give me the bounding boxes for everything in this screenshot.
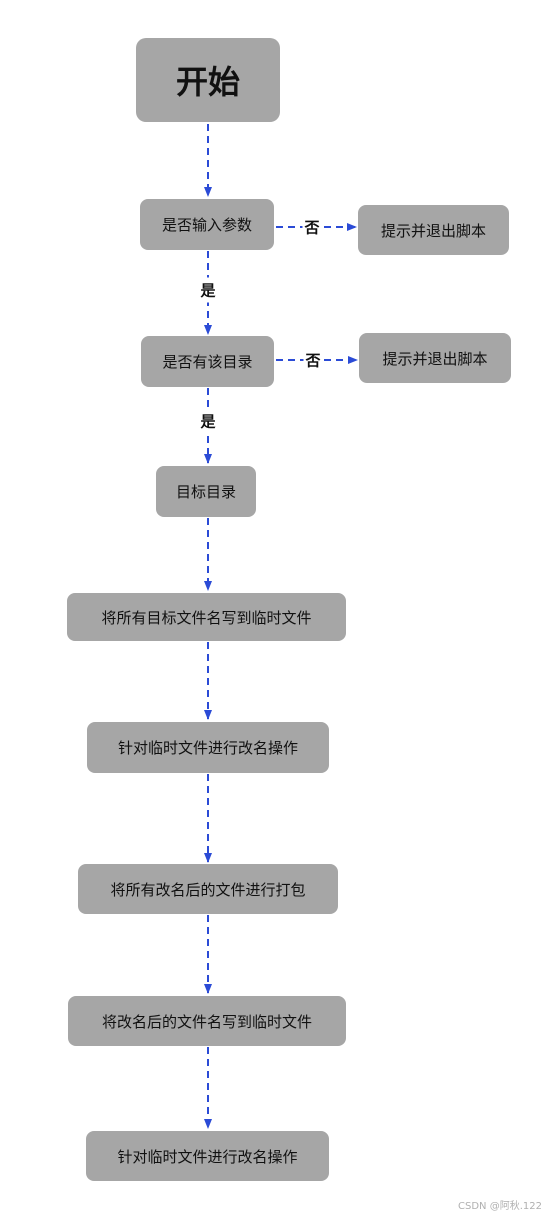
pack-node: 将所有改名后的文件进行打包 bbox=[78, 864, 338, 914]
exit-script-node-2: 提示并退出脚本 bbox=[359, 333, 511, 383]
target-dir-node: 目标目录 bbox=[156, 466, 256, 517]
rename-node-2: 针对临时文件进行改名操作 bbox=[86, 1131, 329, 1181]
edge-label-no-1: 否 bbox=[302, 216, 322, 238]
write-names-node: 将所有目标文件名写到临时文件 bbox=[67, 593, 346, 641]
watermark: CSDN @阿秋.122 bbox=[458, 1201, 542, 1212]
check-params-node: 是否输入参数 bbox=[140, 199, 274, 250]
edge-label-no-2: 否 bbox=[303, 349, 323, 371]
write-renamed-node: 将改名后的文件名写到临时文件 bbox=[68, 996, 346, 1046]
start-node: 开始 bbox=[136, 38, 280, 122]
check-dir-node: 是否有该目录 bbox=[141, 336, 274, 387]
edge-label-yes-1: 是 bbox=[200, 277, 216, 303]
edge-label-yes-2: 是 bbox=[200, 408, 216, 434]
rename-node-1: 针对临时文件进行改名操作 bbox=[87, 722, 329, 773]
exit-script-node-1: 提示并退出脚本 bbox=[358, 205, 509, 255]
